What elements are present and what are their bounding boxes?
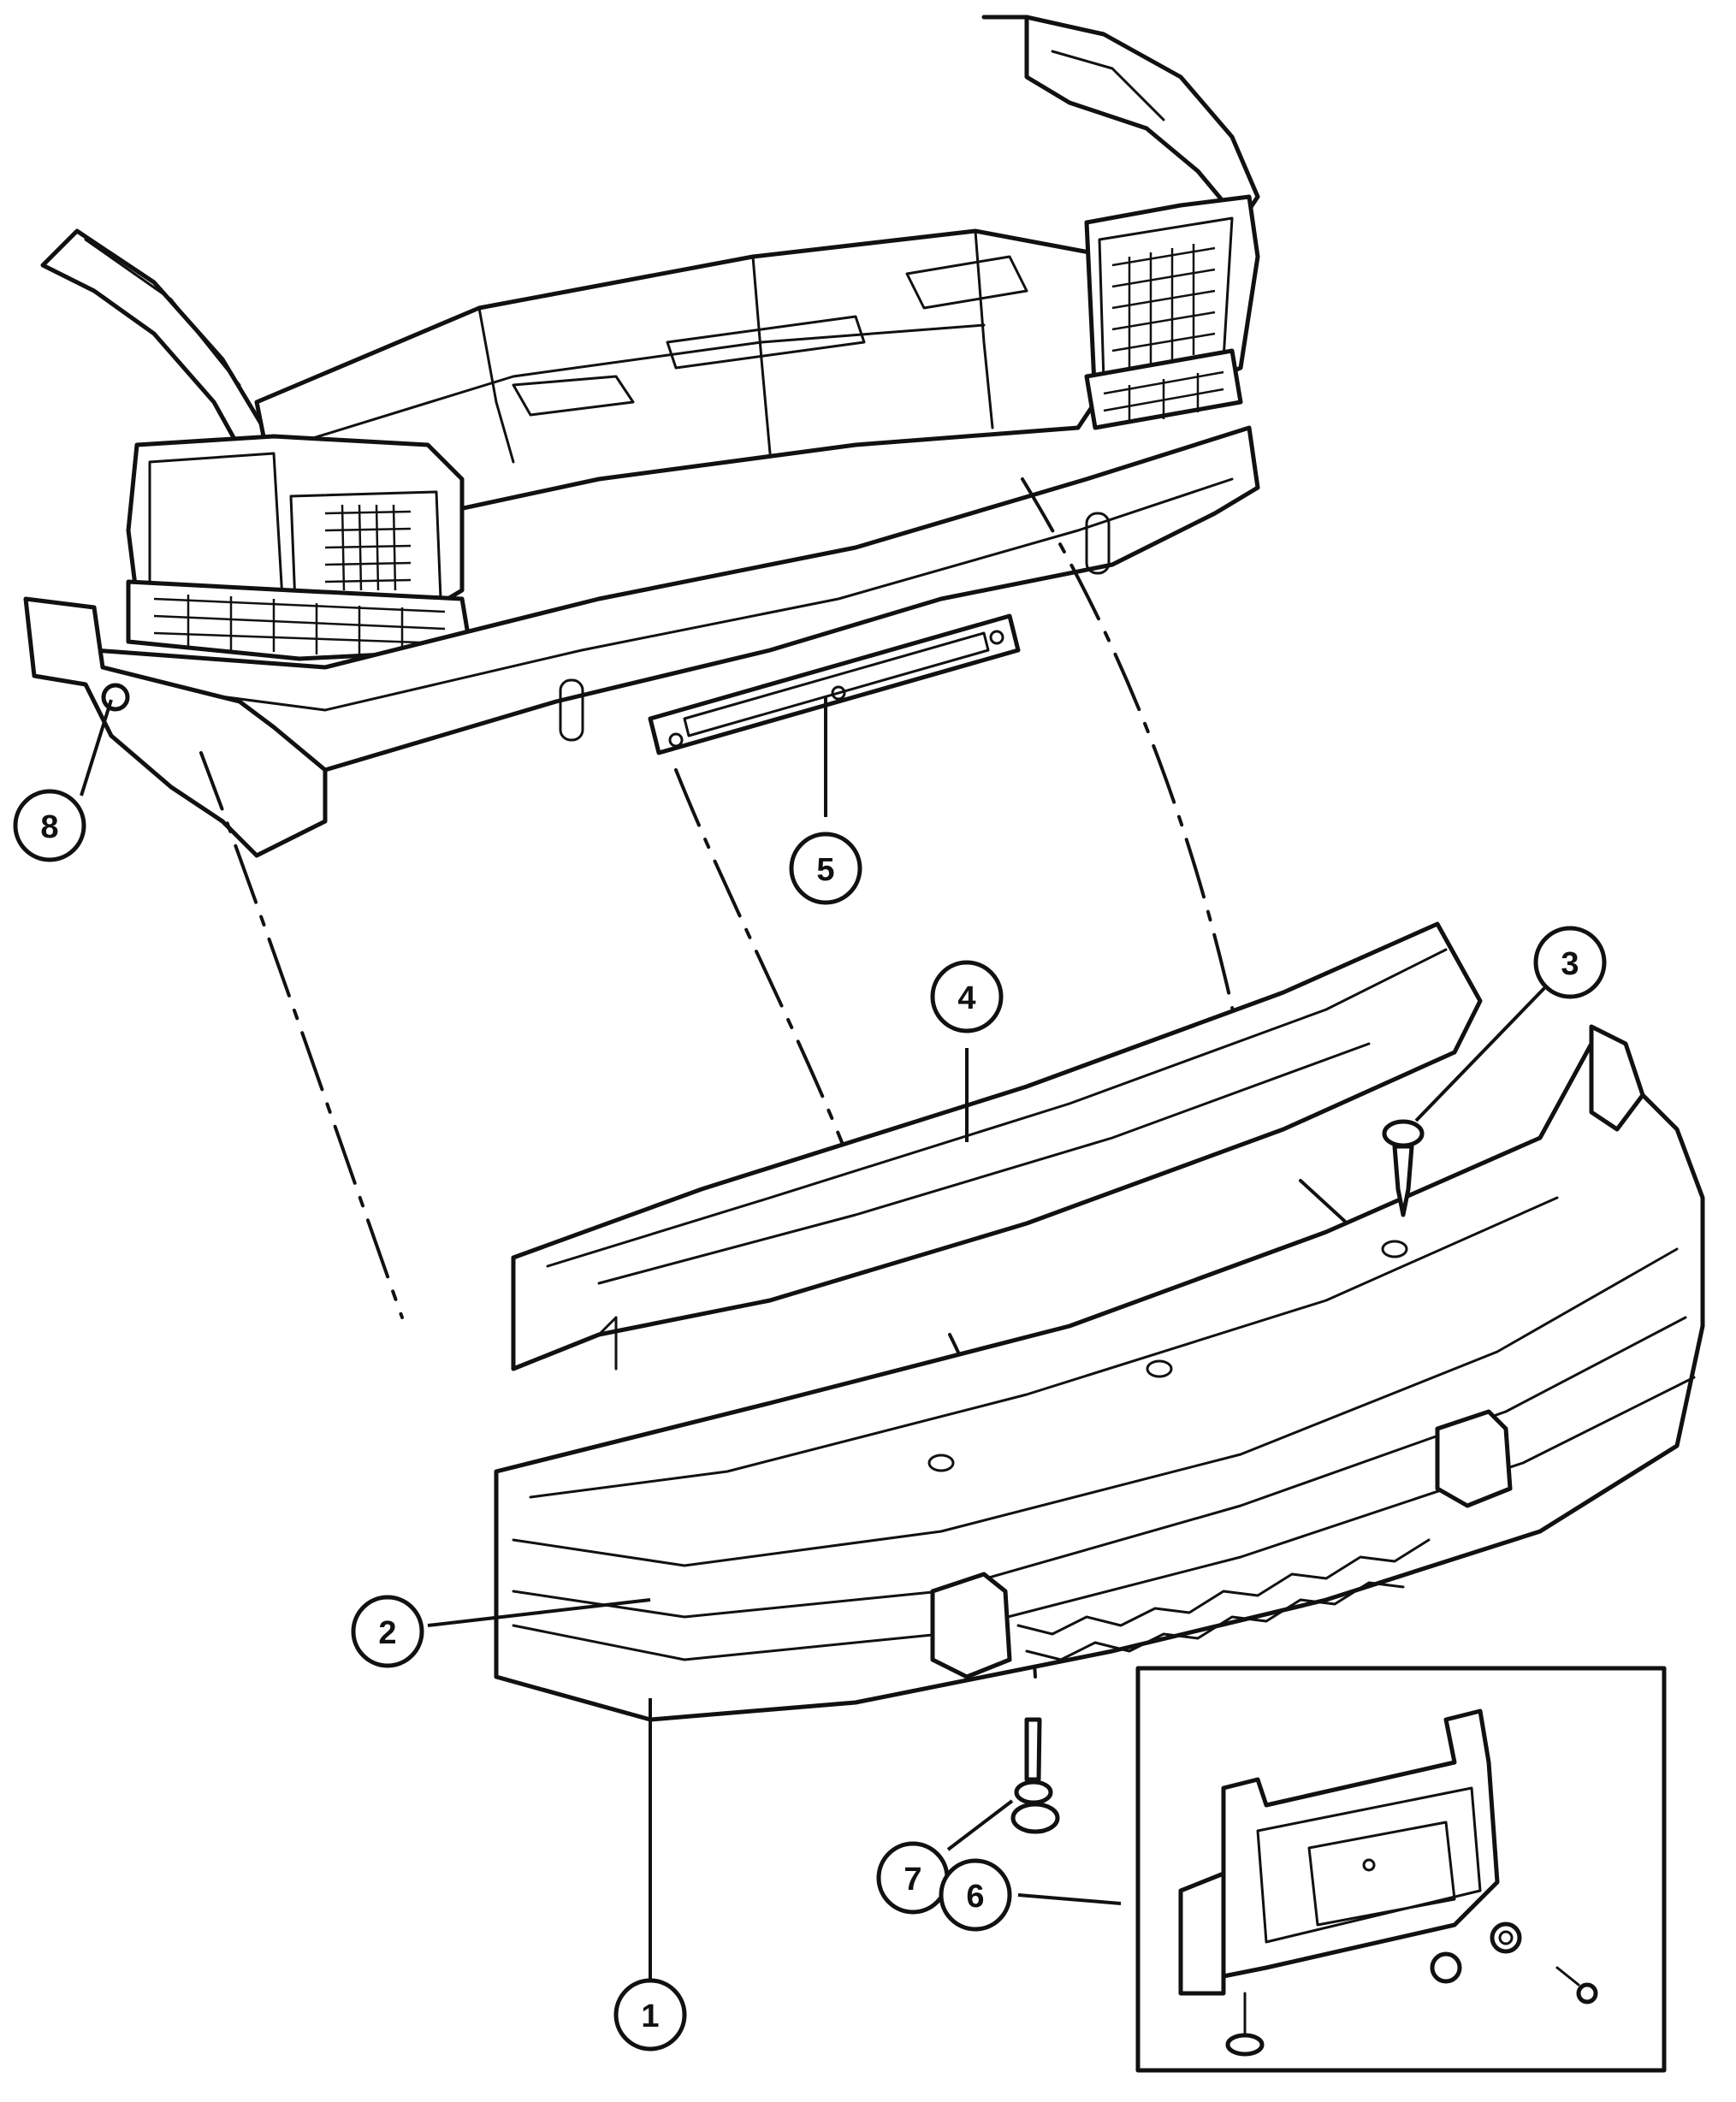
callout-6-label: 6 [966,1879,984,1915]
callout-1-label: 1 [641,1998,659,2034]
push-pin-retainer-3 [1382,1119,1425,1217]
callout-3-label: 3 [1561,946,1579,982]
callout-2: 2 [351,1595,424,1668]
callout-3: 3 [1533,926,1607,999]
vehicle-front-end [23,15,1260,858]
callout-5: 5 [789,832,862,905]
energy-absorber [511,921,1483,1371]
license-bracket-inset [1135,1666,1667,2073]
callout-2-label: 2 [378,1615,396,1651]
callout-7: 7 [876,1841,950,1915]
callout-7-label: 7 [904,1862,921,1898]
push-pin-retainer-7 [1010,1717,1060,1834]
callout-5-label: 5 [816,852,834,888]
callout-6: 6 [939,1858,1012,1932]
callout-4: 4 [930,960,1004,1033]
callout-4-label: 4 [957,980,975,1016]
callout-8-label: 8 [40,809,58,845]
callout-8: 8 [13,789,86,862]
callout-1: 1 [613,1978,687,2052]
leader-lines [80,697,1546,1981]
